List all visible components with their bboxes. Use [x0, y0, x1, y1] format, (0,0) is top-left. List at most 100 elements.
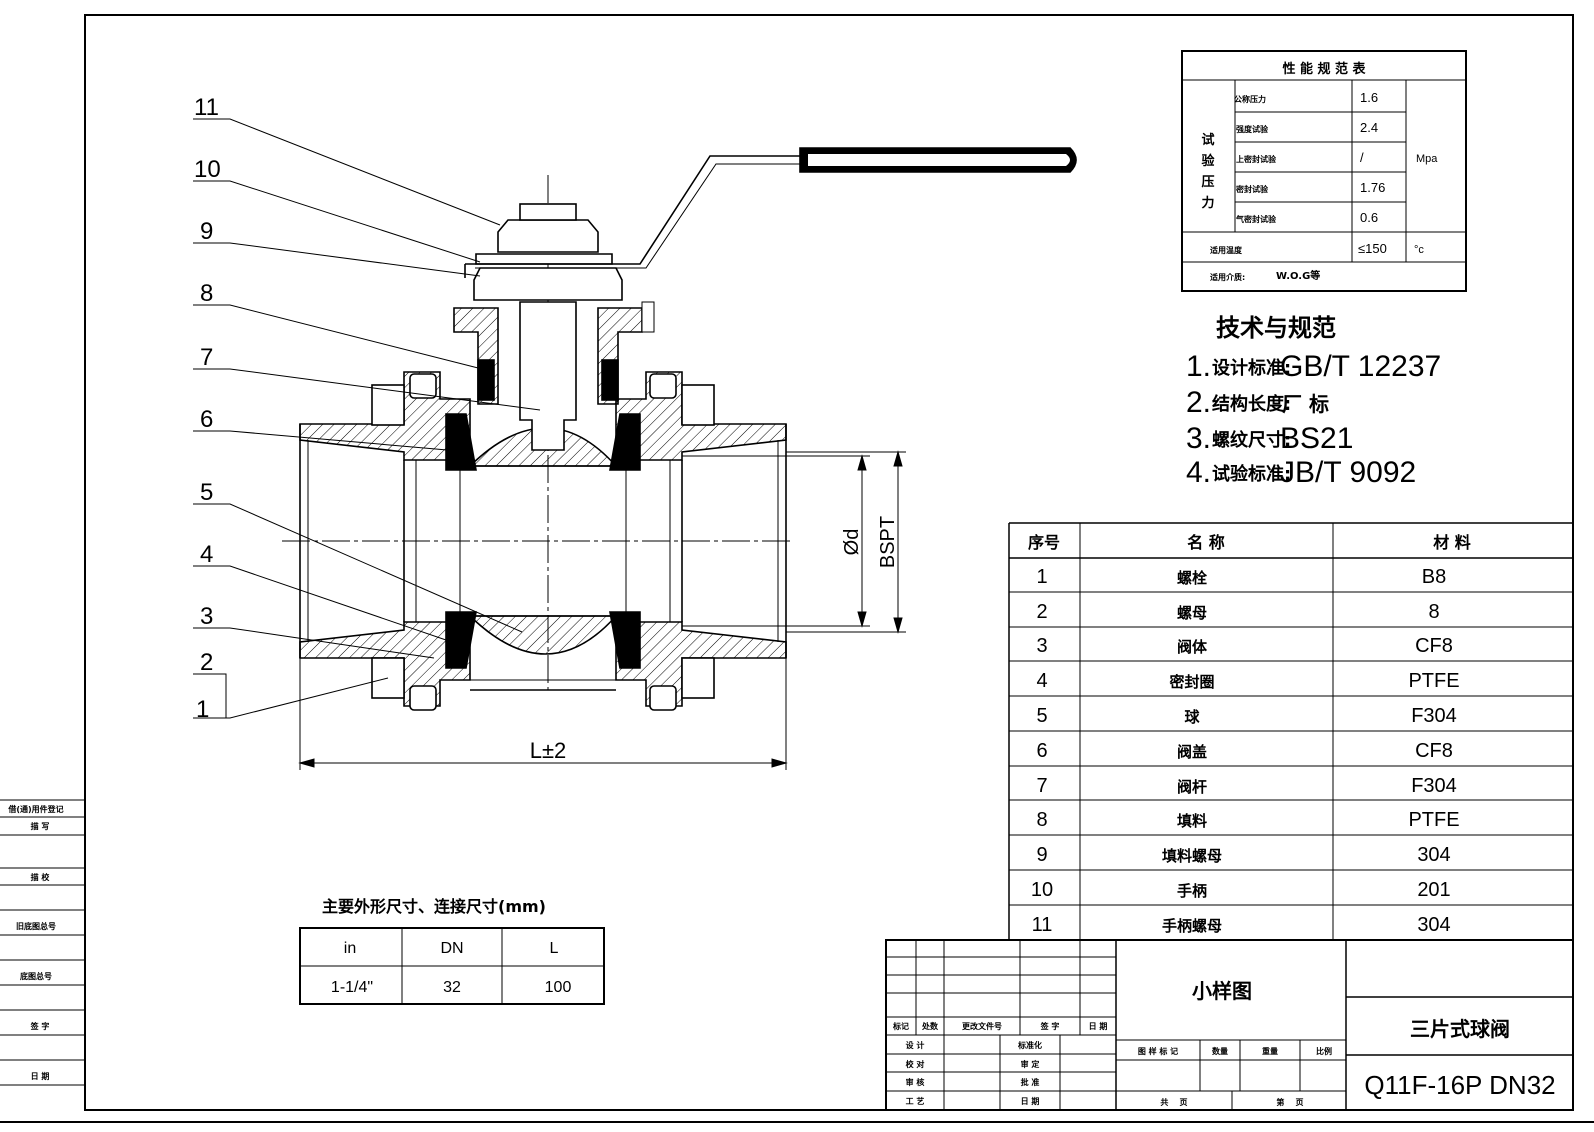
test-pressure-label-2: 验: [1201, 153, 1215, 169]
pressure-unit: Mpa: [1416, 153, 1438, 165]
parts-row-name: 阀体: [1177, 638, 1208, 656]
callout-2: 2: [200, 649, 213, 676]
spec-num: 1.: [1186, 350, 1211, 383]
temperature-value: ≤150: [1358, 241, 1387, 256]
role-review: 审 核: [906, 1077, 925, 1087]
side-label-date: 日 期: [31, 1071, 50, 1081]
dimension-table-title: 主要外形尺寸、连接尺寸(mm): [322, 897, 546, 916]
side-label-old-no: 旧底图总号: [16, 921, 56, 931]
perf-row-value: 1.76: [1360, 180, 1385, 195]
test-pressure-label-1: 试: [1201, 132, 1214, 148]
callout-6: 6: [200, 406, 213, 433]
product-name: 三片式球阀: [1410, 1017, 1510, 1041]
callout-10: 10: [194, 156, 221, 183]
stage-header-scale: 比例: [1316, 1046, 1332, 1056]
callout-3: 3: [200, 603, 213, 630]
length-dimension-label: L±2: [530, 738, 567, 763]
rev-header-count: 处数: [921, 1021, 939, 1031]
parts-row-no: 5: [1036, 705, 1047, 727]
parts-row-material: PTFE: [1408, 670, 1459, 692]
performance-table-title: 性 能 规 范 表: [1282, 61, 1366, 77]
parts-row-material: 201: [1417, 879, 1450, 901]
stage-header-weight: 重量: [1262, 1046, 1278, 1056]
temperature-unit: °c: [1414, 244, 1424, 256]
parts-row-name: 手柄螺母: [1162, 917, 1222, 935]
bore-dimension-label: Ød: [841, 529, 863, 556]
parts-row-material: PTFE: [1408, 809, 1459, 831]
parts-row-no: 11: [1032, 914, 1053, 936]
parts-row-name: 阀盖: [1177, 743, 1207, 761]
parts-row-no: 2: [1036, 601, 1047, 623]
spec-num: 2.: [1186, 386, 1211, 419]
drawing-frame: [84, 14, 1574, 1111]
dim-header-in: in: [344, 940, 356, 957]
perf-row-value: 1.6: [1360, 90, 1378, 105]
parts-row-name: 填料螺母: [1162, 847, 1222, 865]
parts-row-material: CF8: [1415, 635, 1453, 657]
role-check: 校 对: [906, 1059, 925, 1069]
test-pressure-label-3: 压: [1201, 175, 1214, 190]
role-standard: 标准化: [1017, 1040, 1042, 1050]
side-label-base-no: 底图总号: [19, 971, 52, 981]
parts-row-material: 304: [1417, 914, 1450, 936]
perf-row-label: 公称压力: [1234, 94, 1266, 104]
parts-row-no: 1: [1036, 566, 1047, 588]
spec-value: BS21: [1280, 422, 1353, 455]
callout-4: 4: [200, 541, 213, 568]
rev-header-mark: 标记: [892, 1021, 909, 1031]
perf-row-value: 2.4: [1360, 120, 1378, 135]
parts-row-no: 6: [1036, 740, 1047, 762]
leader-lines: [193, 118, 541, 719]
role-design: 设 计: [906, 1040, 925, 1050]
callout-5: 5: [200, 479, 213, 506]
callout-11: 11: [194, 94, 219, 121]
parts-row-name: 螺栓: [1177, 569, 1207, 587]
role-process: 工 艺: [906, 1096, 925, 1106]
parts-row-no: 7: [1036, 775, 1047, 797]
model-number: Q11F-16P DN32: [1364, 1070, 1555, 1100]
parts-row-name: 手柄: [1177, 882, 1207, 900]
performance-table: [1181, 50, 1467, 292]
side-label-reg: 借(通)用件登记: [7, 804, 63, 814]
spec-value: JB/T 9092: [1280, 456, 1416, 489]
sketch-label: 小样图: [1192, 979, 1252, 1003]
perf-row-value: /: [1360, 150, 1364, 165]
parts-row-no: 9: [1036, 844, 1047, 866]
parts-table: [1008, 522, 1573, 940]
parts-row-no: 4: [1036, 670, 1047, 692]
parts-header-no: 序号: [1028, 533, 1060, 552]
parts-row-material: 304: [1417, 844, 1450, 866]
side-strip: [0, 799, 85, 1086]
spec-value: 厂 标: [1282, 392, 1329, 416]
parts-row-name: 螺母: [1177, 604, 1207, 622]
dimension-table: [299, 927, 605, 1005]
title-block: [885, 939, 1574, 1111]
perf-row-label: 气密封试验: [1235, 214, 1277, 224]
perf-row-value: 0.6: [1360, 210, 1378, 225]
parts-row-material: B8: [1422, 566, 1446, 588]
perf-row-label: 上密封试验: [1236, 154, 1277, 164]
dim-header-l: L: [550, 940, 559, 957]
sheets-total: 共 页: [1160, 1097, 1187, 1107]
dim-value-in: 1-1/4": [331, 979, 373, 996]
side-label-trace: 描 写: [31, 821, 50, 831]
sheet-number: 第 页: [1276, 1097, 1303, 1107]
spec-label: 试验标准:: [1212, 463, 1291, 485]
parts-row-material: F304: [1411, 775, 1457, 797]
parts-row-material: F304: [1411, 705, 1457, 727]
side-label-sign: 签 字: [30, 1021, 50, 1031]
dim-value-dn: 32: [443, 979, 461, 996]
rev-header-date: 日 期: [1089, 1021, 1108, 1031]
side-label-check: 描 校: [31, 872, 51, 882]
spec-value: GB/T 12237: [1280, 350, 1441, 383]
spec-num: 4.: [1186, 456, 1211, 489]
valve-section-drawing: [282, 147, 1077, 711]
parts-row-no: 3: [1036, 635, 1047, 657]
medium-value: W.O.G等: [1276, 269, 1320, 282]
dim-header-dn: DN: [440, 940, 463, 957]
test-pressure-label-4: 力: [1201, 195, 1214, 211]
parts-header-material: 材 料: [1433, 533, 1471, 552]
spec-label: 螺纹尺寸:: [1212, 429, 1291, 451]
dimension-lines: [298, 450, 906, 770]
